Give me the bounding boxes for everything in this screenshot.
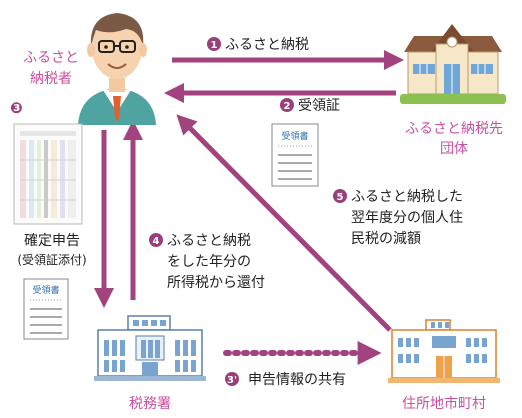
step3prime-text: 申告情報の共有 — [248, 372, 346, 388]
step5-line1: ふるさと納税した — [351, 189, 463, 205]
destination-label-line2: 団体 — [440, 141, 468, 157]
step4-number: 4 — [153, 236, 160, 247]
taxpayer-label-line2: 納税者 — [30, 71, 72, 87]
arrow-step5-diagonal — [176, 114, 392, 332]
step5-line2: 翌年度分の個人住 — [351, 210, 463, 226]
step2-number: 2 — [284, 101, 291, 112]
municipality-building-icon — [388, 319, 500, 383]
step1-number: 1 — [211, 40, 218, 51]
step4-line1: ふるさと納税 — [167, 233, 251, 249]
step5-number: 5 — [337, 192, 344, 203]
destination-building-icon — [400, 24, 506, 104]
receipt-document-left — [23, 278, 69, 340]
tax-return-form-icon — [13, 123, 83, 225]
receipt-right-title: 受領書 — [281, 130, 308, 142]
step5-number-badge — [333, 189, 347, 203]
step3prime-number-badge — [225, 372, 239, 386]
tax-office-label: 税務署 — [129, 396, 171, 412]
step1-number-badge — [207, 37, 221, 51]
filing-label-line2: (受領証添付) — [17, 252, 86, 267]
step1-text: ふるさと納税 — [225, 37, 309, 53]
municipality-label: 住所地市町村 — [402, 395, 486, 412]
step5-line3: 民税の減額 — [351, 230, 421, 247]
step3prime-number: 3' — [227, 375, 237, 386]
step4-line2: をした年分の — [167, 254, 251, 270]
step4-line3: 所得税から還付 — [167, 274, 265, 291]
taxpayer-person-icon — [78, 13, 156, 125]
taxpayer-label-line1: ふるさと — [23, 50, 79, 66]
filing-step-number: ❸ — [10, 99, 23, 117]
step2-text: 受領証 — [298, 97, 340, 114]
receipt-document-right — [271, 123, 319, 187]
step2-number-badge — [280, 98, 294, 112]
filing-label-line1: 確定申告 — [24, 233, 80, 249]
destination-label-line1: ふるさと納税先 — [405, 121, 503, 137]
receipt-left-title: 受領書 — [32, 284, 59, 296]
tax-office-building-icon — [94, 315, 206, 381]
step4-number-badge — [149, 233, 163, 247]
